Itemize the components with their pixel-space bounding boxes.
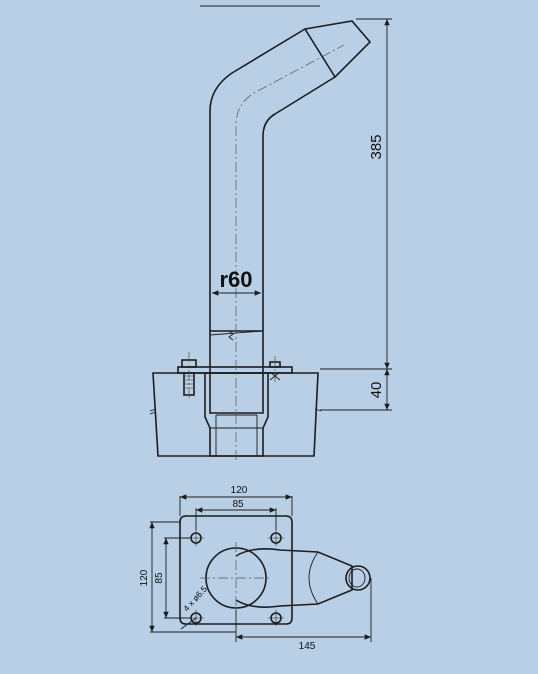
- socket-inner-walls: [215, 415, 258, 456]
- base-label: 40: [368, 382, 385, 399]
- socket-recess: [204, 372, 269, 457]
- tube-left-edge: [209, 28, 306, 331]
- hole-note-leader: [180, 617, 197, 630]
- left-bolt: [181, 352, 197, 400]
- hole-note: 4 x ø6.5: [181, 584, 209, 614]
- tube-centerline: [235, 44, 345, 460]
- length-label: 145: [299, 641, 316, 652]
- top-width-label: 120: [231, 485, 248, 496]
- break-mark-left: [149, 408, 157, 415]
- sleeve-cut-line: [209, 330, 264, 336]
- hole-spacing-label: 85: [232, 499, 244, 510]
- tube-right-edge: [262, 76, 336, 331]
- tube-sleeve: [209, 330, 264, 414]
- plan-view: 120 85 120 85 4 x ø6.5 145: [139, 485, 372, 652]
- plan-nozzle-inner: [348, 568, 366, 588]
- plan-tube-body: [235, 548, 353, 608]
- concrete-base: [152, 372, 319, 457]
- radius-label: r60: [219, 267, 252, 292]
- plan-nozzle-opening: [345, 565, 371, 591]
- base-plate: [179, 515, 293, 625]
- left-height-label: 120: [139, 569, 150, 586]
- flange-plate: [177, 366, 293, 374]
- break-mark-right: [314, 408, 322, 412]
- vertical-spacing-label: 85: [154, 572, 165, 584]
- side-view: r60 385 40: [149, 18, 392, 460]
- sleeve-break: [228, 330, 234, 341]
- nozzle-joint: [304, 28, 336, 78]
- height-label: 385: [368, 134, 385, 159]
- plan-nozzle-joint: [308, 551, 319, 605]
- tube-nozzle: [303, 20, 372, 79]
- right-bolt: [269, 356, 281, 382]
